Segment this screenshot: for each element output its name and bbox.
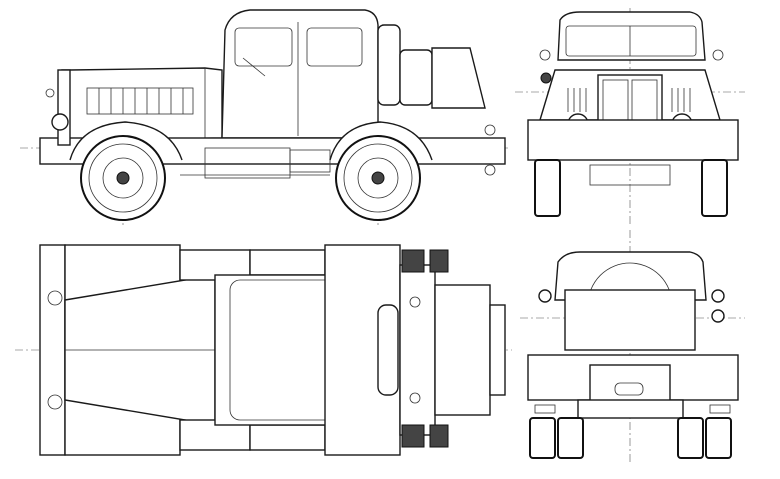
top-view — [15, 244, 512, 456]
side-view — [20, 9, 510, 225]
rear-view — [520, 230, 745, 465]
front-view — [515, 8, 745, 225]
